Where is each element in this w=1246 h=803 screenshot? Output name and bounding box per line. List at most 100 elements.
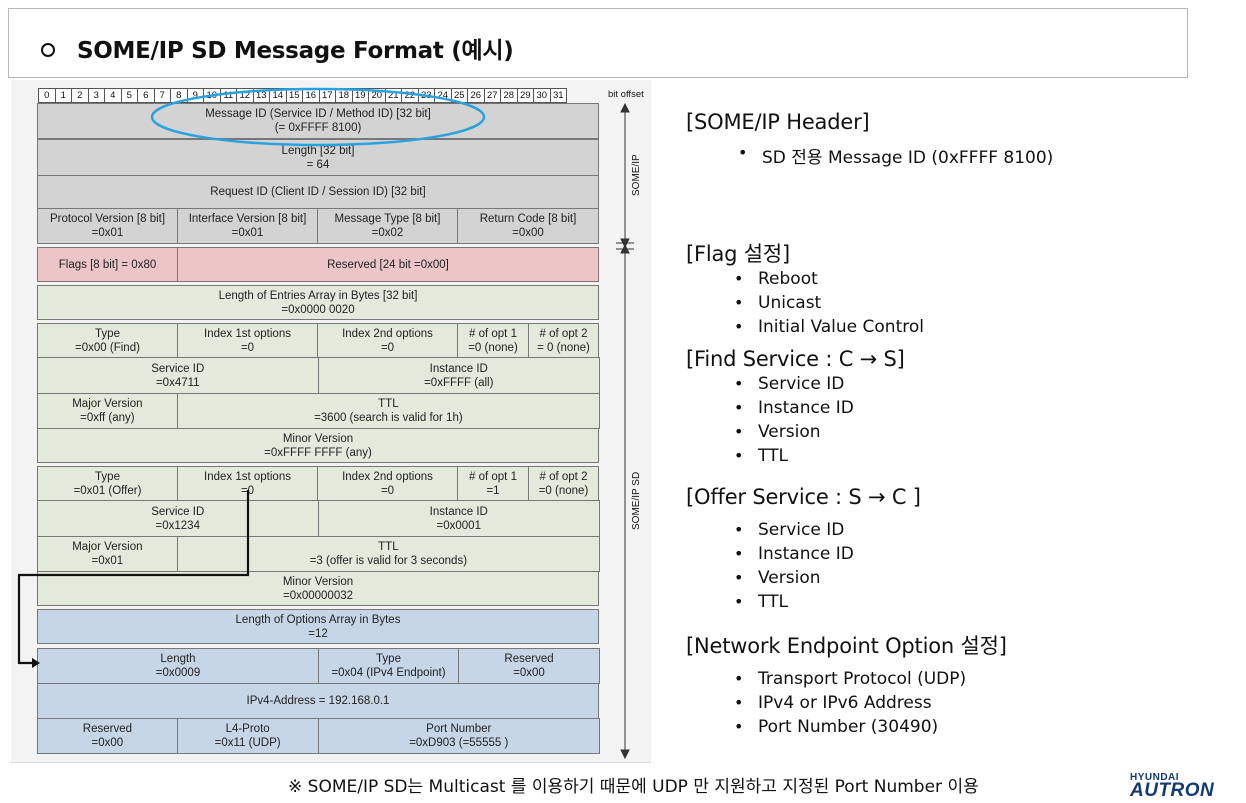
header-section-title: [SOME/IP Header] — [686, 110, 870, 134]
offer-ttl-cell: TTL =3 (offer is valid for 3 seconds) — [176, 536, 600, 572]
offer-instance-id-label: Instance ID — [429, 505, 488, 518]
offer-item: Service ID — [734, 520, 844, 540]
find-type-value: =0x00 (Find) — [75, 341, 140, 354]
ipv4-cell: IPv4-Address = 192.168.0.1 — [37, 683, 599, 719]
bit-label: 9 — [186, 88, 204, 103]
row-find-ids: Service ID =0x4711 Instance ID =0xFFFF (… — [37, 357, 600, 394]
row-option-header: Length =0x0009 Type =0x04 (IPv4 Endpoint… — [37, 648, 600, 684]
logo-top-text: HYUNDAI — [1130, 772, 1180, 783]
endpoint-item: Port Number (30490) — [734, 717, 938, 737]
message-id-cell: Message ID (Service ID / Method ID) [32 … — [37, 103, 599, 139]
offer-major-label: Major Version — [72, 541, 143, 553]
l4-proto-label: L4-Proto — [225, 723, 270, 735]
return-code-label: Return Code [8 bit] — [479, 213, 577, 225]
offer-opt2-value: =0 (none) — [538, 484, 589, 497]
offer-type-value: =0x01 (Offer) — [73, 484, 142, 497]
offer-item: Version — [734, 568, 820, 588]
length-label: Length [32 bit] — [281, 144, 355, 157]
bit-label: 27 — [483, 88, 501, 103]
find-item: Service ID — [734, 374, 844, 394]
find-major-label: Major Version — [72, 398, 143, 410]
find-major-value: =0xff (any) — [80, 412, 135, 424]
find-ttl-value: =3600 (search is valid for 1h) — [314, 412, 463, 424]
reserved-24-cell: Reserved [24 bit =0x00] — [177, 247, 599, 282]
circle-bullet-icon — [41, 43, 55, 57]
offer-item: TTL — [734, 592, 788, 612]
find-opt2-label: # of opt 2 — [539, 327, 588, 340]
bit-offset-label: bit offset — [608, 89, 644, 100]
row-offer-minor: Minor Version =0x00000032 — [37, 571, 600, 606]
option-reserved-cell: Reserved =0x00 — [458, 648, 600, 684]
flag-item: Initial Value Control — [734, 317, 924, 337]
offer-index2-value: =0 — [380, 484, 395, 497]
interface-version-cell: Interface Version [8 bit] =0x01 — [177, 208, 318, 244]
reserved-24-label: Reserved [24 bit =0x00] — [327, 258, 449, 271]
option-length-label: Length — [160, 653, 196, 665]
message-type-cell: Message Type [8 bit] =0x02 — [317, 208, 458, 244]
bit-label: 19 — [351, 88, 369, 103]
bit-label: 26 — [467, 88, 485, 103]
length-value: = 64 — [306, 158, 330, 171]
row-offer-ids: Service ID =0x1234 Instance ID =0x0001 — [37, 500, 600, 537]
offer-type-cell: Type =0x01 (Offer) — [37, 466, 178, 501]
message-id-label: Message ID (Service ID / Method ID) [32 … — [205, 108, 431, 120]
endpoint-item: IPv4 or IPv6 Address — [734, 693, 932, 713]
find-opt1-cell: # of opt 1 =0 (none) — [457, 323, 529, 358]
offer-service-id-value: =0x1234 — [155, 519, 200, 532]
bit-label: 21 — [384, 88, 402, 103]
protocol-version-value: =0x01 — [91, 227, 124, 239]
return-code-value: =0x00 — [512, 227, 544, 239]
offer-index1-cell: Index 1st options =0 — [177, 466, 318, 501]
hyundai-autron-logo: HYUNDAI AUTRON — [1130, 772, 1214, 802]
find-index2-value: =0 — [380, 341, 395, 354]
find-index2-cell: Index 2nd options =0 — [317, 323, 458, 358]
row-flags: Flags [8 bit] = 0x80 Reserved [24 bit =0… — [37, 247, 600, 283]
bit-label: 16 — [302, 88, 320, 103]
bit-label: 28 — [500, 88, 518, 103]
find-service-id-value: =0x4711 — [155, 376, 200, 389]
return-code-cell: Return Code [8 bit] =0x00 — [457, 208, 599, 244]
bit-label: 25 — [450, 88, 468, 103]
offer-index2-cell: Index 2nd options =0 — [317, 466, 458, 501]
find-service-id-cell: Service ID =0x4711 — [37, 357, 319, 394]
row-offer-type: Type =0x01 (Offer) Index 1st options =0 … — [37, 466, 600, 501]
protocol-version-cell: Protocol Version [8 bit] =0x01 — [37, 208, 178, 244]
interface-version-value: =0x01 — [231, 227, 264, 239]
row-request-id: Request ID (Client ID / Session ID) [32 … — [37, 175, 600, 209]
bit-label: 0 — [38, 88, 56, 103]
row-message-id: Message ID (Service ID / Method ID) [32 … — [37, 103, 600, 140]
offer-opt2-label: # of opt 2 — [539, 470, 588, 483]
side-label-someip-sd: SOME/IP SD — [631, 471, 642, 530]
flags-cell: Flags [8 bit] = 0x80 — [37, 247, 178, 282]
find-minor-cell: Minor Version =0xFFFF FFFF (any) — [37, 428, 599, 463]
row-find-minor: Minor Version =0xFFFF FFFF (any) — [37, 428, 600, 463]
find-ttl-label: TTL — [378, 398, 399, 410]
endpoint-item: Transport Protocol (UDP) — [734, 669, 966, 689]
option-reserved2-value: =0x00 — [91, 737, 124, 749]
offer-type-label: Type — [95, 470, 120, 483]
bit-label: 2 — [71, 88, 89, 103]
find-item: Instance ID — [734, 398, 854, 418]
row-options-length: Length of Options Array in Bytes =12 — [37, 609, 600, 645]
endpoint-section-title: [Network Endpoint Option 설정] — [686, 634, 1007, 658]
bit-label: 14 — [269, 88, 287, 103]
option-reserved2-cell: Reserved =0x00 — [37, 718, 178, 754]
offer-opt1-cell: # of opt 1 =1 — [457, 466, 529, 501]
offer-index1-label: Index 1st options — [204, 470, 291, 483]
find-item: TTL — [734, 446, 788, 466]
option-reserved-value: =0x00 — [513, 667, 545, 679]
find-item: Version — [734, 422, 820, 442]
option-type-value: =0x04 (IPv4 Endpoint) — [331, 667, 446, 679]
bit-label: 15 — [285, 88, 303, 103]
message-type-label: Message Type [8 bit] — [334, 213, 441, 225]
interface-version-label: Interface Version [8 bit] — [188, 213, 307, 225]
row-entries-length: Length of Entries Array in Bytes [32 bit… — [37, 285, 600, 321]
bit-label: 7 — [153, 88, 171, 103]
port-number-label: Port Number — [426, 723, 492, 735]
bit-label: 23 — [417, 88, 435, 103]
option-type-cell: Type =0x04 (IPv4 Endpoint) — [318, 648, 459, 684]
bit-label: 1 — [54, 88, 72, 103]
find-opt2-cell: # of opt 2 = 0 (none) — [528, 323, 599, 358]
offer-minor-label: Minor Version — [282, 575, 354, 588]
offer-section-title: [Offer Service : S → C ] — [686, 485, 921, 509]
